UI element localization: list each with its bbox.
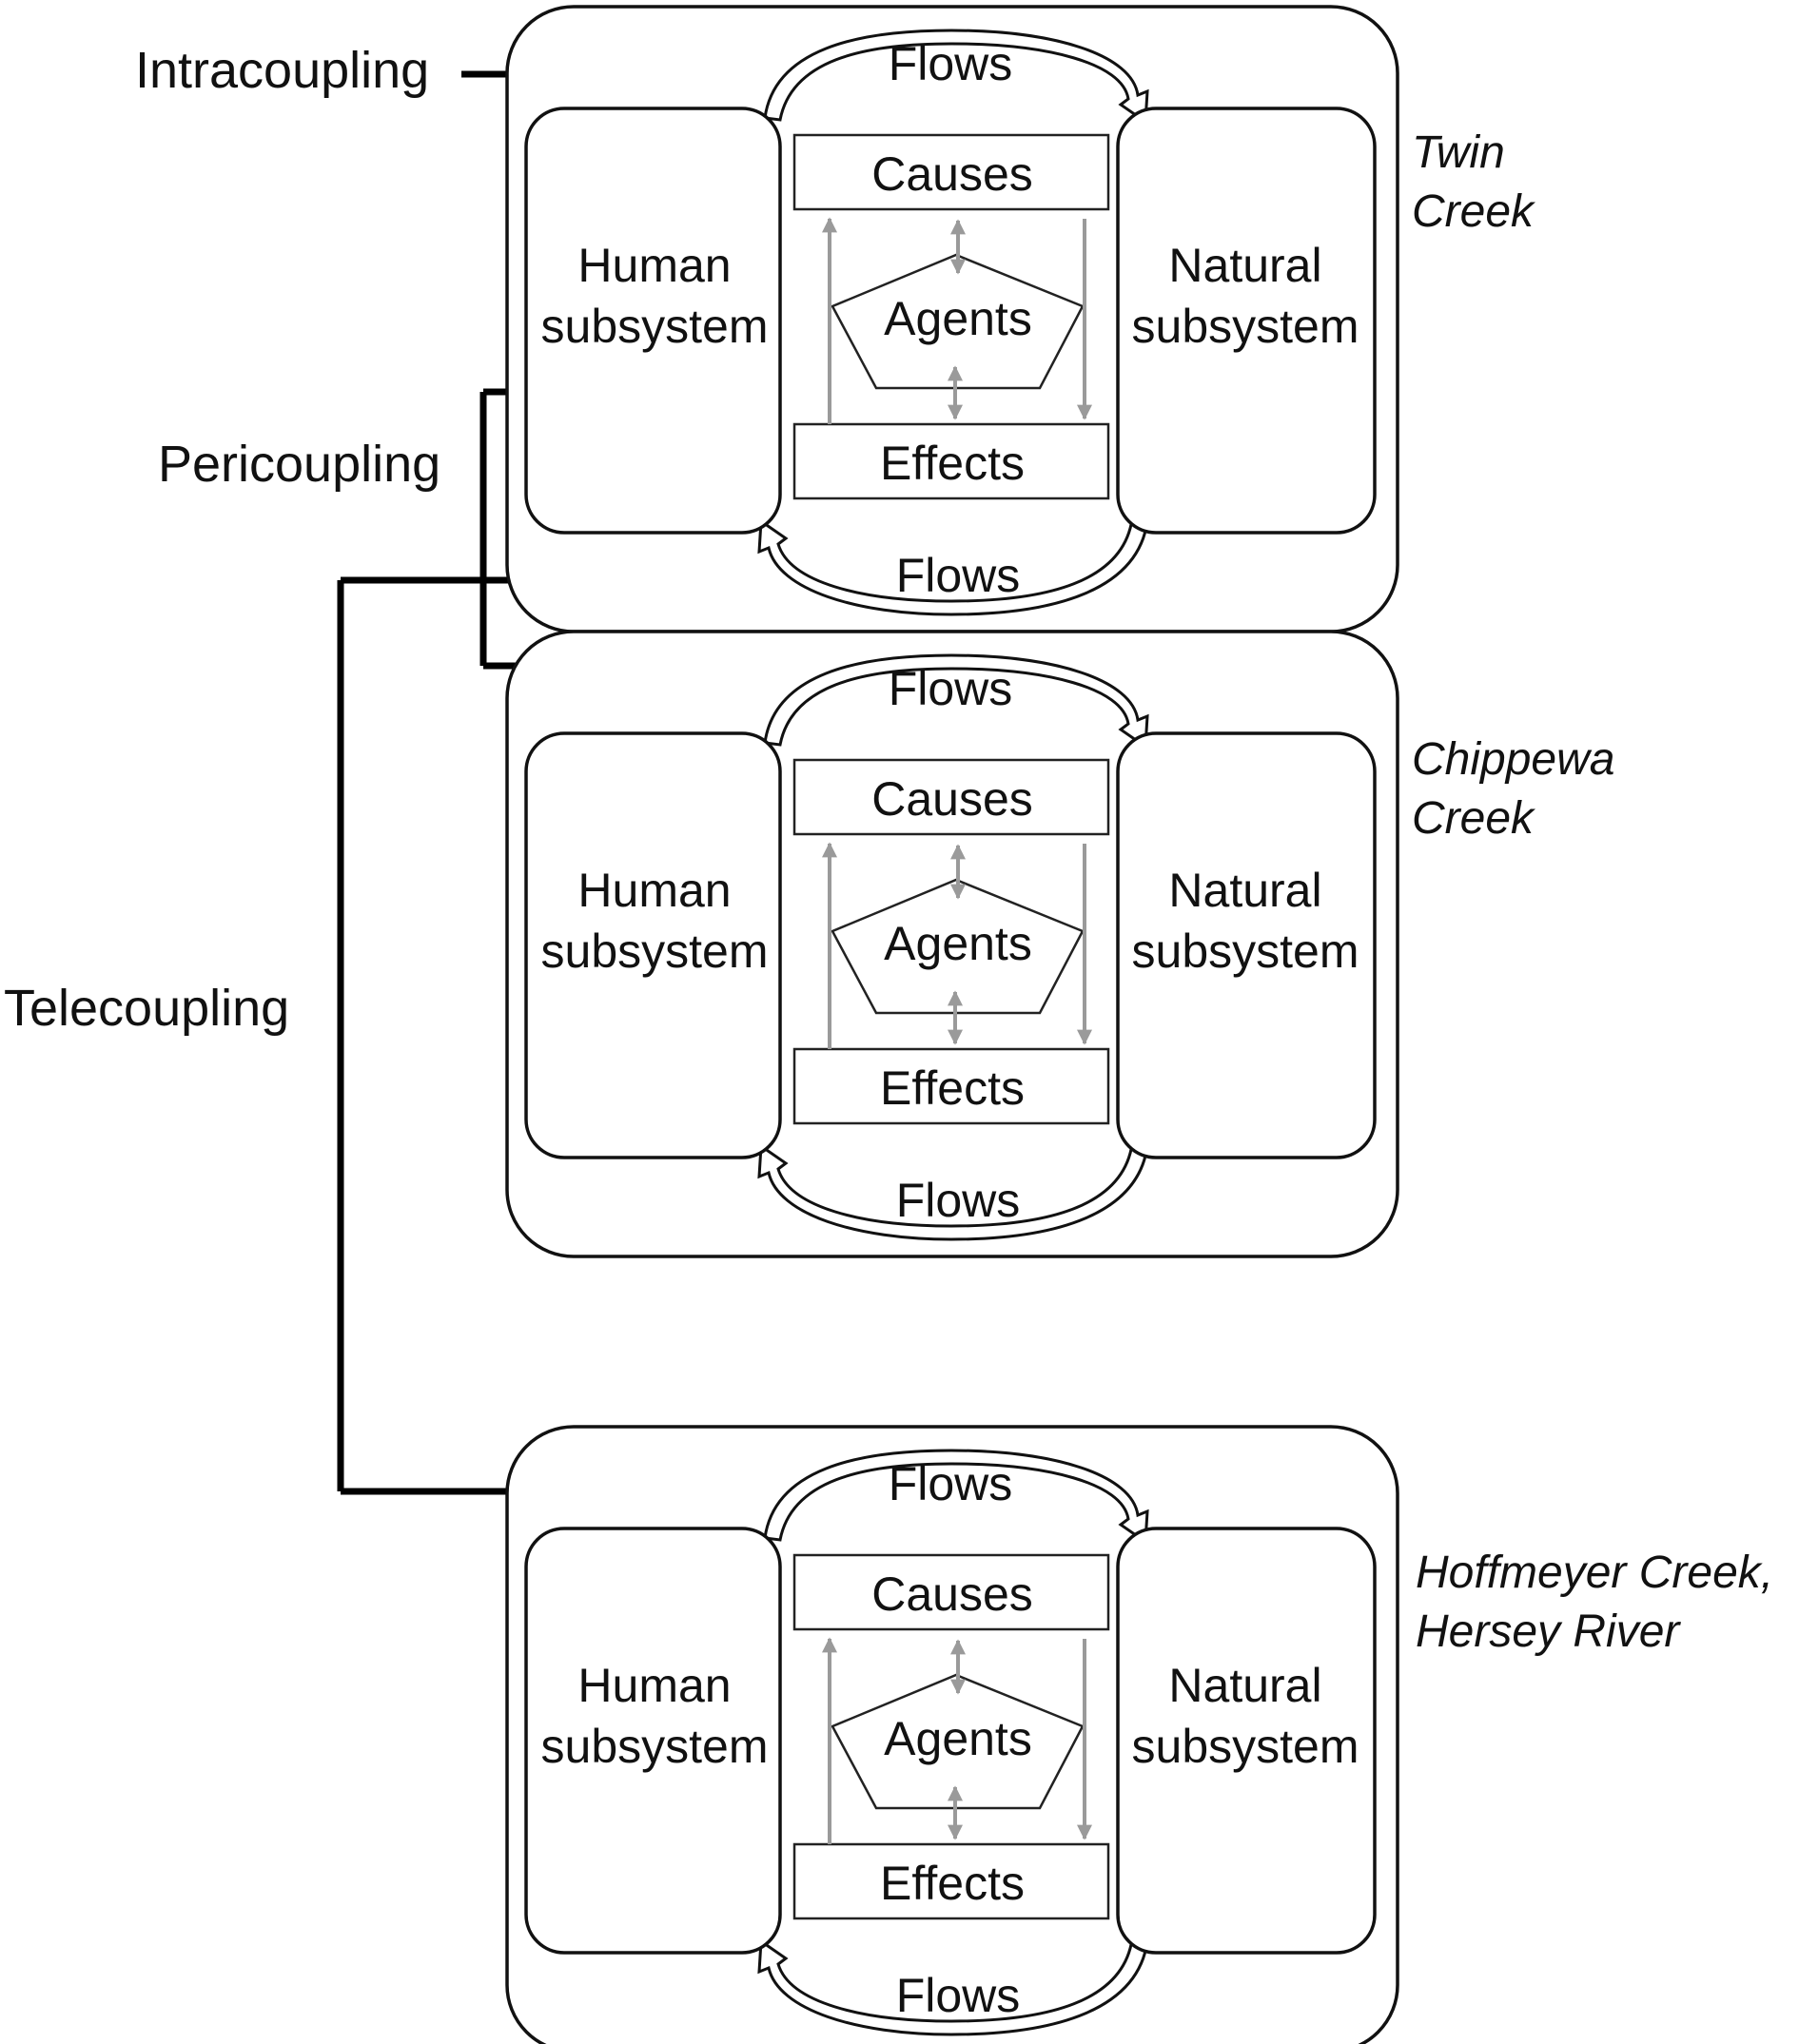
site-label-line2: Hersey River — [1416, 1606, 1681, 1657]
pericoupling-label: Pericoupling — [158, 436, 440, 493]
natural-subsystem-label-line1: Natural — [1168, 864, 1321, 917]
flow-arrow-top — [763, 653, 1149, 749]
agents-label: Agents — [884, 1712, 1032, 1765]
natural-subsystem-label-line1: Natural — [1168, 1659, 1321, 1712]
natural-subsystem-label-line2: subsystem — [1132, 300, 1359, 353]
system-hoffmeyer-creek: FlowsCausesAgentsEffectsFlowsHumansubsys… — [505, 1425, 1773, 2044]
flow-arrow-bottom — [757, 1937, 1149, 2036]
coupling-connectors — [337, 54, 626, 1511]
agents-label: Agents — [884, 292, 1032, 345]
causes-box — [792, 133, 1110, 211]
human-subsystem-box — [524, 731, 782, 1159]
site-label-line2: Creek — [1412, 793, 1536, 844]
natural-subsystem-box — [1116, 107, 1377, 535]
causes-label: Causes — [871, 147, 1033, 201]
natural-subsystem-box — [1116, 731, 1377, 1159]
effects-box — [792, 1842, 1110, 1920]
causes-label: Causes — [871, 772, 1033, 826]
causes-box — [792, 1553, 1110, 1631]
system-panels: FlowsCausesAgentsEffectsFlowsHumansubsys… — [505, 5, 1773, 2044]
human-subsystem-label-line1: Human — [577, 1659, 731, 1712]
effects-box — [792, 1047, 1110, 1125]
causes-box — [792, 758, 1110, 836]
natural-subsystem-label-line2: subsystem — [1132, 925, 1359, 978]
human-subsystem-label-line2: subsystem — [541, 1720, 769, 1773]
human-subsystem-label-line1: Human — [577, 864, 731, 917]
flows-bottom-label: Flows — [896, 549, 1021, 602]
site-label-line2: Creek — [1412, 186, 1536, 237]
human-subsystem-label-line2: subsystem — [541, 925, 769, 978]
agents-label: Agents — [884, 917, 1032, 970]
effects-label: Effects — [880, 1857, 1025, 1910]
flow-arrow-bottom — [757, 517, 1149, 616]
system-twin-creek: FlowsCausesAgentsEffectsFlowsHumansubsys… — [505, 5, 1536, 633]
human-subsystem-label-line2: subsystem — [541, 300, 769, 353]
site-label-line1: Hoffmeyer Creek, — [1416, 1548, 1773, 1598]
flow-arrow-bottom — [757, 1142, 1149, 1241]
flow-arrow-top — [763, 29, 1149, 125]
natural-subsystem-label-line2: subsystem — [1132, 1720, 1359, 1773]
effects-label: Effects — [880, 437, 1025, 490]
telecoupling-label: Telecoupling — [4, 980, 289, 1037]
site-label-line1: Twin — [1412, 127, 1505, 178]
flows-top-label: Flows — [889, 37, 1013, 90]
flows-top-label: Flows — [889, 662, 1013, 715]
human-subsystem-label-line1: Human — [577, 239, 731, 292]
causes-label: Causes — [871, 1567, 1033, 1621]
system-chippewa-creek: FlowsCausesAgentsEffectsFlowsHumansubsys… — [505, 630, 1614, 1258]
flows-bottom-label: Flows — [896, 1969, 1021, 2022]
flow-arrow-top — [763, 1449, 1149, 1545]
intracoupling-label: Intracoupling — [135, 42, 429, 99]
effects-box — [792, 422, 1110, 500]
natural-subsystem-label-line1: Natural — [1168, 239, 1321, 292]
site-label-line1: Chippewa — [1412, 734, 1614, 785]
human-subsystem-box — [524, 1527, 782, 1955]
flows-top-label: Flows — [889, 1457, 1013, 1510]
natural-subsystem-box — [1116, 1527, 1377, 1955]
effects-label: Effects — [880, 1061, 1025, 1115]
flows-bottom-label: Flows — [896, 1174, 1021, 1227]
human-subsystem-box — [524, 107, 782, 535]
